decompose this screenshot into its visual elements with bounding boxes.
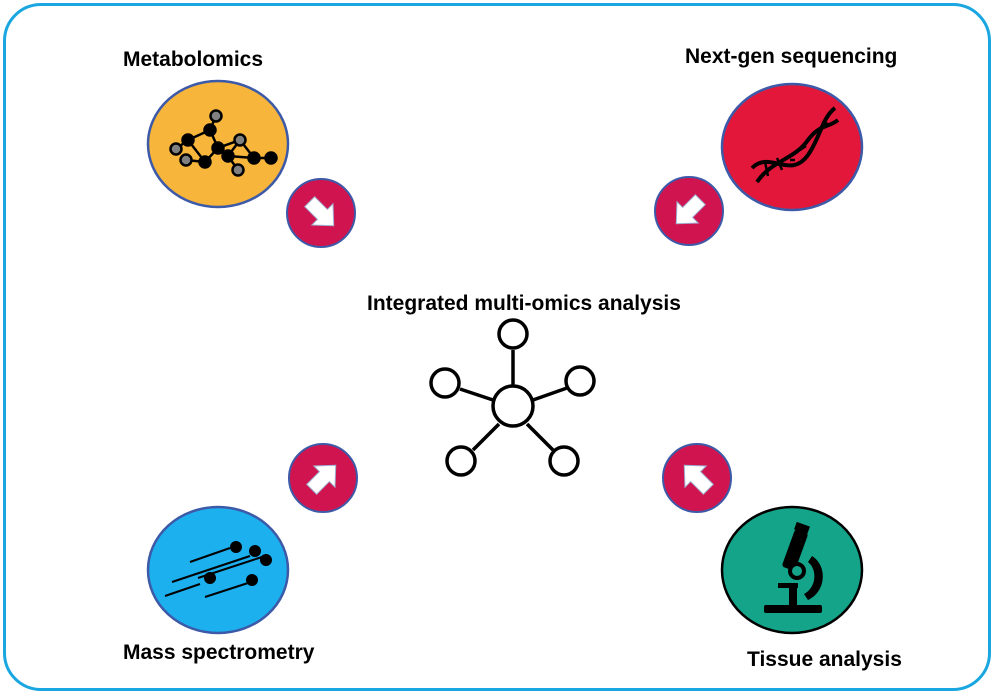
metabolomics-label: Metabolomics (123, 48, 264, 71)
ngs-label: Next-gen sequencing (685, 45, 898, 68)
mass-spec-node (146, 505, 290, 635)
metabolomics-node (146, 79, 290, 209)
ngs-node (720, 82, 864, 212)
diagram-frame (3, 3, 991, 691)
particles-icon (164, 541, 272, 598)
network-icon (429, 318, 596, 477)
arrow-mass-spec (288, 443, 358, 513)
dna-icon (750, 106, 840, 184)
ngs-circle (720, 82, 864, 212)
mass-spec-label: Mass spectrometry (123, 641, 315, 664)
molecule-icon (169, 109, 278, 177)
arrow-metabolomics (286, 178, 356, 248)
tissue-node (720, 505, 864, 635)
arrow-tissue (662, 443, 732, 513)
arrow-ngs (654, 176, 724, 246)
tissue-label: Tissue analysis (747, 648, 902, 671)
center-title: Integrated multi-omics analysis (367, 292, 681, 315)
mass-spec-circle (146, 505, 290, 635)
microscope-icon (764, 521, 823, 613)
